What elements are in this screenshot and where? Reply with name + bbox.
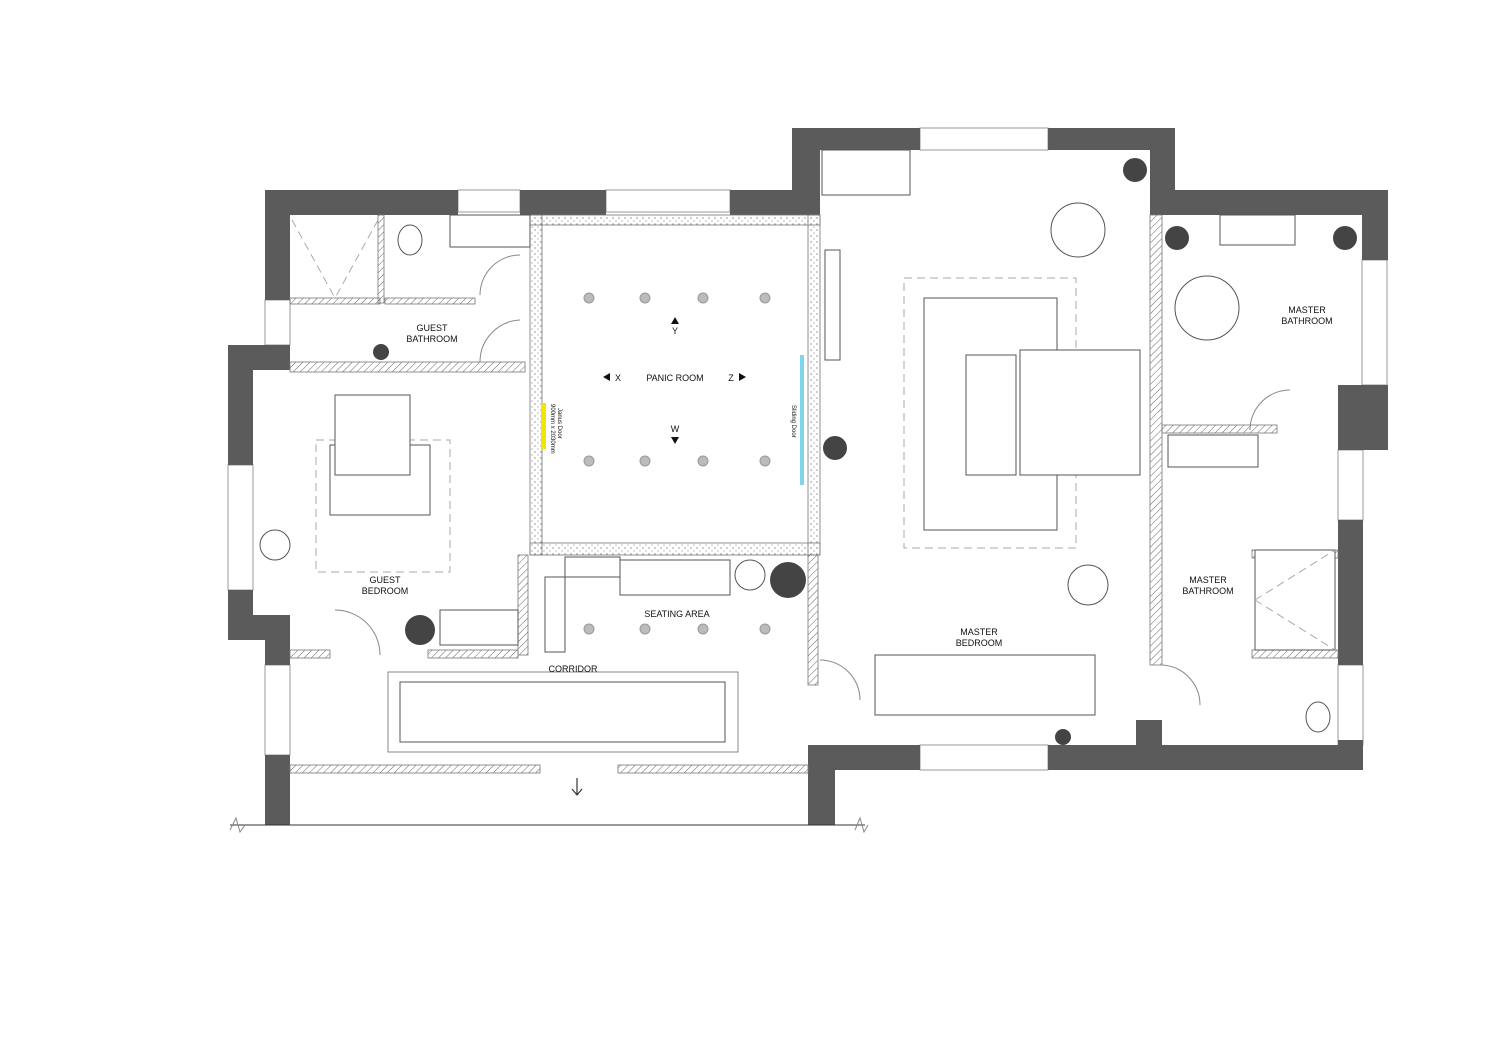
sink	[449, 214, 531, 248]
label-master-bathroom-upper-2: BATHROOM	[1281, 316, 1332, 326]
door-swings	[334, 254, 1291, 706]
label-seating-area: SEATING AREA	[644, 609, 709, 619]
marker-x: X	[615, 373, 621, 383]
label-corridor: CORRIDOR	[549, 664, 598, 674]
label-guest-bathroom-2: BATHROOM	[406, 334, 457, 344]
marker-w: W	[671, 424, 680, 434]
label-panic-room: PANIC ROOM	[646, 373, 703, 383]
janus-door-size: 900mm x 2030mm	[549, 404, 555, 454]
rugs	[315, 277, 1096, 753]
janus-door[interactable]	[541, 403, 546, 449]
windows	[227, 127, 1388, 771]
marker-y: Y	[672, 326, 678, 336]
guest-bed	[334, 394, 411, 476]
marker-arrows	[603, 317, 746, 444]
sliding-door-label: Sliding Door	[790, 405, 796, 438]
janus-door-label: Janus Door	[556, 408, 562, 439]
partitions	[229, 214, 1339, 834]
entry-arrow-icon	[571, 778, 583, 796]
master-bed	[1019, 349, 1141, 476]
walls	[228, 128, 1388, 825]
bathtub	[1174, 275, 1240, 341]
marker-z: Z	[728, 373, 734, 383]
label-guest-bedroom-2: BEDROOM	[362, 586, 409, 596]
label-master-bathroom-lower-1: MASTER	[1189, 575, 1227, 585]
desk	[439, 609, 519, 646]
label-master-bathroom-upper-1: MASTER	[1288, 305, 1326, 315]
label-master-bathroom-lower-2: BATHROOM	[1182, 586, 1233, 596]
label-guest-bathroom-1: GUEST	[416, 323, 448, 333]
label-master-bedroom-1: MASTER	[960, 627, 998, 637]
panic-room-lights	[583, 292, 771, 635]
sliding-door[interactable]	[800, 355, 804, 485]
label-guest-bedroom-1: GUEST	[369, 575, 401, 585]
sofa	[619, 559, 731, 596]
furniture	[259, 149, 1357, 745]
label-master-bedroom-2: BEDROOM	[956, 638, 1003, 648]
